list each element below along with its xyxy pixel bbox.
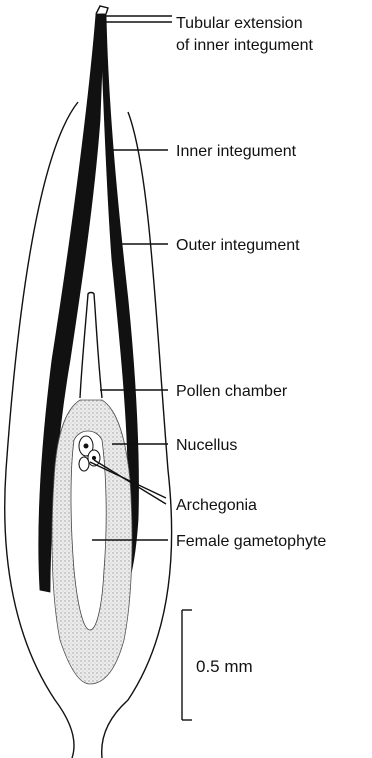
label-tubular-extension-line2: of inner integument: [176, 37, 314, 54]
tubular-extension: [96, 6, 108, 14]
scale-bar-label: 0.5 mm: [196, 657, 253, 676]
scale-bar: 0.5 mm: [182, 610, 253, 720]
label-female-gametophyte: Female gametophyte: [176, 533, 326, 550]
label-archegonia: Archegonia: [176, 497, 257, 514]
pollen-chamber: [80, 293, 102, 399]
label-tubular-extension-line1: Tubular extension: [176, 15, 303, 32]
label-pollen-chamber: Pollen chamber: [176, 383, 288, 400]
label-inner-integument: Inner integument: [176, 143, 297, 160]
label-nucellus: Nucellus: [176, 437, 237, 454]
label-outer-integument: Outer integument: [176, 237, 300, 254]
